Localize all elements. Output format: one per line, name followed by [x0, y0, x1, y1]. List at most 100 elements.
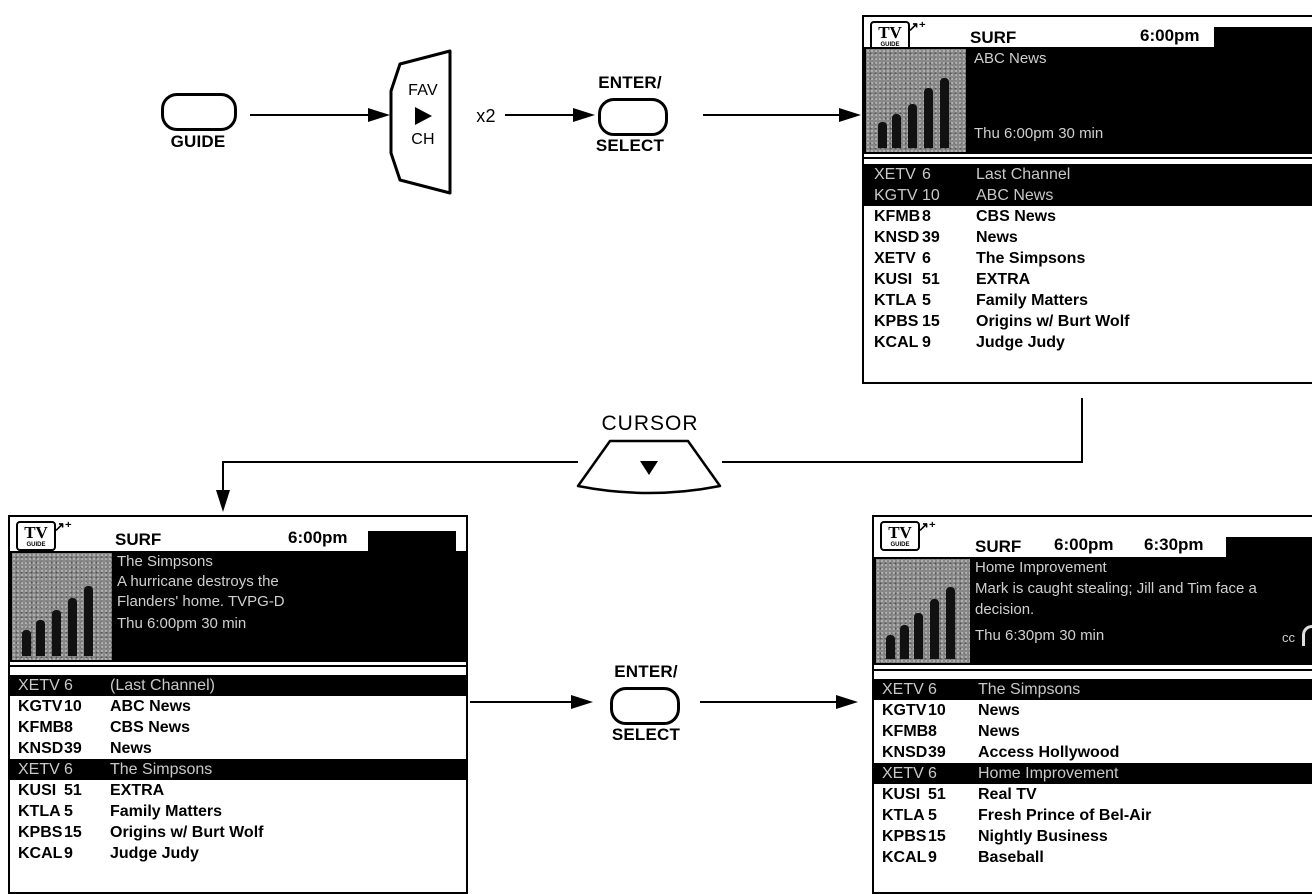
enter-select-top-label-2: ENTER/ — [604, 662, 688, 682]
antenna-icon: ↗⁺ — [54, 519, 72, 535]
program-title: Real TV — [978, 784, 1037, 805]
arrow-enter-to-screen3 — [700, 692, 860, 712]
info-line-3: Flanders' home. TVPG-D — [117, 593, 285, 610]
program-title: ABC News — [110, 696, 191, 717]
header-dark-box — [368, 531, 456, 551]
callsign: KNSD — [882, 742, 927, 763]
channel-number: 5 — [928, 805, 937, 826]
channel-number: 9 — [928, 847, 937, 868]
program-title: The Simpsons — [110, 759, 212, 780]
info-line-4: Thu 6:00pm 30 min — [117, 615, 246, 632]
callsign: KFMB — [882, 721, 928, 742]
header-dark-box — [1226, 537, 1312, 557]
channel-number: 6 — [64, 675, 73, 696]
closed-caption-label: cc — [1282, 630, 1295, 645]
info-line-2: Mark is caught stealing; Jill and Tim fa… — [975, 580, 1257, 597]
program-title: News — [110, 738, 152, 759]
program-title: (Last Channel) — [110, 675, 215, 696]
callsign: KGTV — [882, 700, 926, 721]
cursor-down-button[interactable] — [574, 438, 724, 492]
callsign: KTLA — [882, 805, 925, 826]
info-line-2: A hurricane destroys the — [117, 573, 279, 590]
channel-list: XETV6The SimpsonsKGTV10NewsKFMB8NewsKNSD… — [874, 679, 1312, 868]
program-title: CBS News — [110, 717, 190, 738]
callsign: KNSD — [18, 738, 63, 759]
program-title: Home Improvement — [978, 763, 1119, 784]
channel-number: 9 — [64, 843, 73, 864]
channel-number: 6 — [64, 759, 73, 780]
info-line-4: Thu 6:30pm 30 min — [975, 627, 1104, 644]
program-thumbnail — [12, 553, 112, 660]
callsign: KCAL — [18, 843, 62, 864]
time-label: 6:00pm — [288, 528, 348, 548]
program-thumbnail — [876, 559, 970, 663]
channel-number: 15 — [928, 826, 946, 847]
callsign: KGTV — [18, 696, 62, 717]
callsign: XETV — [882, 679, 924, 700]
guide-screen-2: TVGUIDE ↗⁺ SURF 6:00pm The Simpsons A hu… — [8, 515, 468, 894]
callsign: KUSI — [18, 780, 56, 801]
program-title: Nightly Business — [978, 826, 1108, 847]
callsign: KTLA — [18, 801, 61, 822]
program-title: News — [978, 700, 1020, 721]
antenna-icon: ↗⁺ — [918, 519, 936, 535]
callsign: KUSI — [882, 784, 920, 805]
channel-number: 39 — [64, 738, 82, 759]
info-line-1: Home Improvement — [975, 559, 1107, 576]
program-info-box: The Simpsons A hurricane destroys the Fl… — [10, 551, 466, 662]
channel-number: 15 — [64, 822, 82, 843]
program-title: News — [978, 721, 1020, 742]
enter-select-bottom-label-2: SELECT — [604, 725, 688, 745]
channel-number: 6 — [928, 763, 937, 784]
channel-row[interactable]: KUSI 51 Real TV — [874, 784, 1312, 805]
callsign: KFMB — [18, 717, 64, 738]
program-title: Origins w/ Burt Wolf — [110, 822, 263, 843]
program-title: Baseball — [978, 847, 1044, 868]
channel-row[interactable]: KUSI 51 EXTRA — [10, 780, 466, 801]
program-title: EXTRA — [110, 780, 164, 801]
program-title: Family Matters — [110, 801, 222, 822]
headphones-icon — [1302, 625, 1312, 646]
time-label-2: 6:30pm — [1144, 535, 1204, 555]
channel-number: 10 — [928, 700, 946, 721]
guide-screen-3: TVGUIDE ↗⁺ SURF 6:00pm 6:30pm Home Impro… — [872, 515, 1312, 894]
channel-number: 10 — [64, 696, 82, 717]
program-info-box: Home Improvement Mark is caught stealing… — [874, 557, 1312, 665]
cursor-label: CURSOR — [575, 412, 725, 436]
channel-number: 6 — [928, 679, 937, 700]
enter-select-button-2[interactable] — [610, 687, 680, 725]
callsign: XETV — [882, 763, 924, 784]
callsign: XETV — [18, 759, 60, 780]
channel-number: 8 — [64, 717, 73, 738]
callsign: XETV — [18, 675, 60, 696]
mode-label: SURF — [115, 530, 161, 550]
time-label-1: 6:00pm — [1054, 535, 1114, 555]
divider — [874, 669, 1312, 671]
channel-number: 51 — [64, 780, 82, 801]
channel-number: 39 — [928, 742, 946, 763]
channel-number: 8 — [928, 721, 937, 742]
channel-number: 5 — [64, 801, 73, 822]
tv-guide-logo: TVGUIDE — [880, 521, 920, 551]
callsign: KCAL — [882, 847, 926, 868]
channel-number: 51 — [928, 784, 946, 805]
callsign: KPBS — [882, 826, 926, 847]
